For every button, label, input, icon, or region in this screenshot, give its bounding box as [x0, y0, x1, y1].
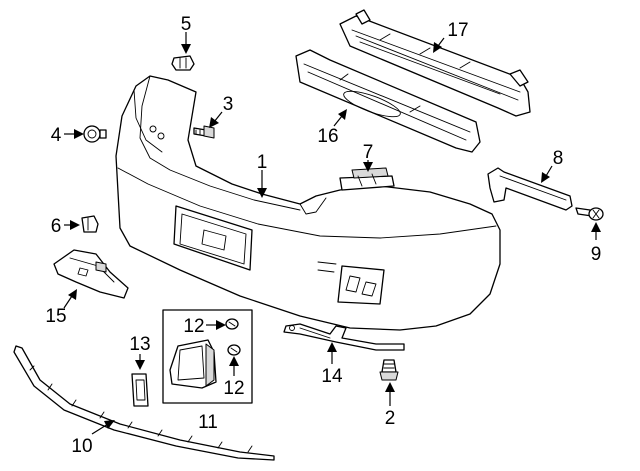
- callout-12-top: 12: [183, 316, 204, 337]
- part-6-clip: [81, 215, 99, 233]
- part-15-corner-bracket: [53, 249, 129, 299]
- callout-14: 14: [321, 366, 343, 387]
- part-4-retainer: [83, 125, 107, 143]
- callout-3: 3: [223, 94, 234, 115]
- callout-4: 4: [51, 125, 62, 146]
- part-11-reflector-kit: [162, 309, 253, 404]
- callout-11: 11: [198, 412, 218, 433]
- callout-10: 10: [71, 436, 92, 457]
- callout-17: 17: [447, 20, 468, 41]
- part-17-reinforcement-beam: [339, 9, 531, 117]
- part-9-push-pin: [575, 207, 604, 221]
- part-10-lower-molding: [13, 345, 275, 461]
- part-1-bumper-cover: [115, 75, 501, 331]
- callout-1: 1: [257, 152, 268, 173]
- part-2-bolt: [379, 359, 399, 381]
- callout-8: 8: [553, 148, 564, 169]
- callout-16: 16: [317, 126, 338, 147]
- callout-15: 15: [45, 306, 66, 327]
- callout-6: 6: [51, 216, 62, 237]
- callout-5: 5: [181, 14, 192, 35]
- callout-labels: 1 2 3 4 5 6 7 8 9 10 11 12 12 13 14 15 1…: [45, 14, 601, 457]
- callout-9: 9: [591, 244, 602, 265]
- callout-2: 2: [385, 408, 396, 429]
- callout-12-bottom: 12: [223, 378, 244, 399]
- part-3-screw: [193, 125, 215, 139]
- part-7-bracket: [339, 167, 395, 191]
- part-8-side-bracket: [487, 167, 573, 211]
- callout-7: 7: [363, 142, 374, 163]
- part-13-insert: [131, 373, 149, 407]
- part-16-energy-absorber: [295, 49, 481, 153]
- leader-lines: [63, 32, 601, 435]
- part-5-clip: [171, 55, 195, 71]
- part-14-lower-bracket: [283, 323, 405, 351]
- callout-13: 13: [129, 334, 150, 355]
- part-12-screws: [225, 318, 241, 356]
